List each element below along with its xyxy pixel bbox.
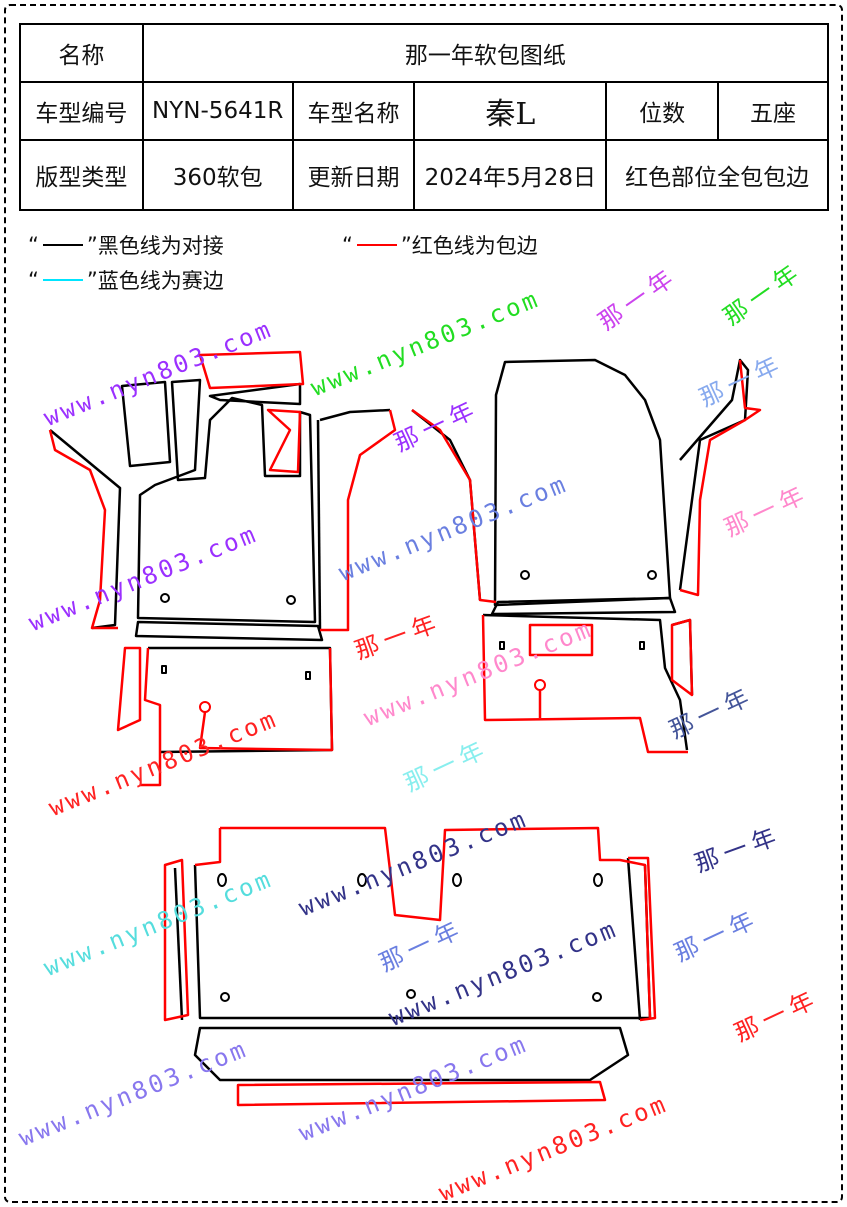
quote: ” <box>86 268 98 292</box>
date: 2024年5月28日 <box>413 139 608 211</box>
quote: ” <box>400 233 412 257</box>
model-no-label: 车型编号 <box>19 81 144 141</box>
legend-blue-text: 蓝色线为赛边 <box>97 269 224 293</box>
name-label: 名称 <box>19 23 144 83</box>
quote: “ <box>28 233 39 257</box>
type: 360软包 <box>141 139 294 211</box>
red-line-swatch <box>356 244 397 246</box>
model-name-label: 车型名称 <box>291 81 416 141</box>
black-line-swatch <box>42 244 83 246</box>
legend-red-text: 红色线为包边 <box>411 234 538 258</box>
legend-black-text: 黑色线为对接 <box>97 234 224 258</box>
quote: “ <box>28 268 39 292</box>
sheet-title: 那一年软包图纸 <box>141 23 830 83</box>
page-border <box>4 4 843 1203</box>
quote: “ <box>342 233 353 257</box>
quote: ” <box>86 233 98 257</box>
blue-line-swatch <box>42 279 83 281</box>
red-edges <box>48 350 762 1107</box>
seats: 五座 <box>717 81 829 141</box>
model-no: NYN-5641R <box>141 81 294 141</box>
seats-label: 位数 <box>605 81 720 141</box>
legend-blue: “ ”蓝色线为赛边 <box>28 265 224 295</box>
mounting-holes <box>160 570 657 1002</box>
date-label: 更新日期 <box>291 139 416 211</box>
legend-red: “ ”红色线为包边 <box>342 230 538 260</box>
model-name: 秦L <box>413 81 608 141</box>
coverage: 红色部位全包包边 <box>605 139 829 211</box>
legend-black: “ ”黑色线为对接 <box>28 230 224 260</box>
type-label: 版型类型 <box>19 139 144 211</box>
info-table: 名称 那一年软包图纸 车型编号 NYN-5641R 车型名称 秦L 位数 五座 … <box>19 23 830 211</box>
